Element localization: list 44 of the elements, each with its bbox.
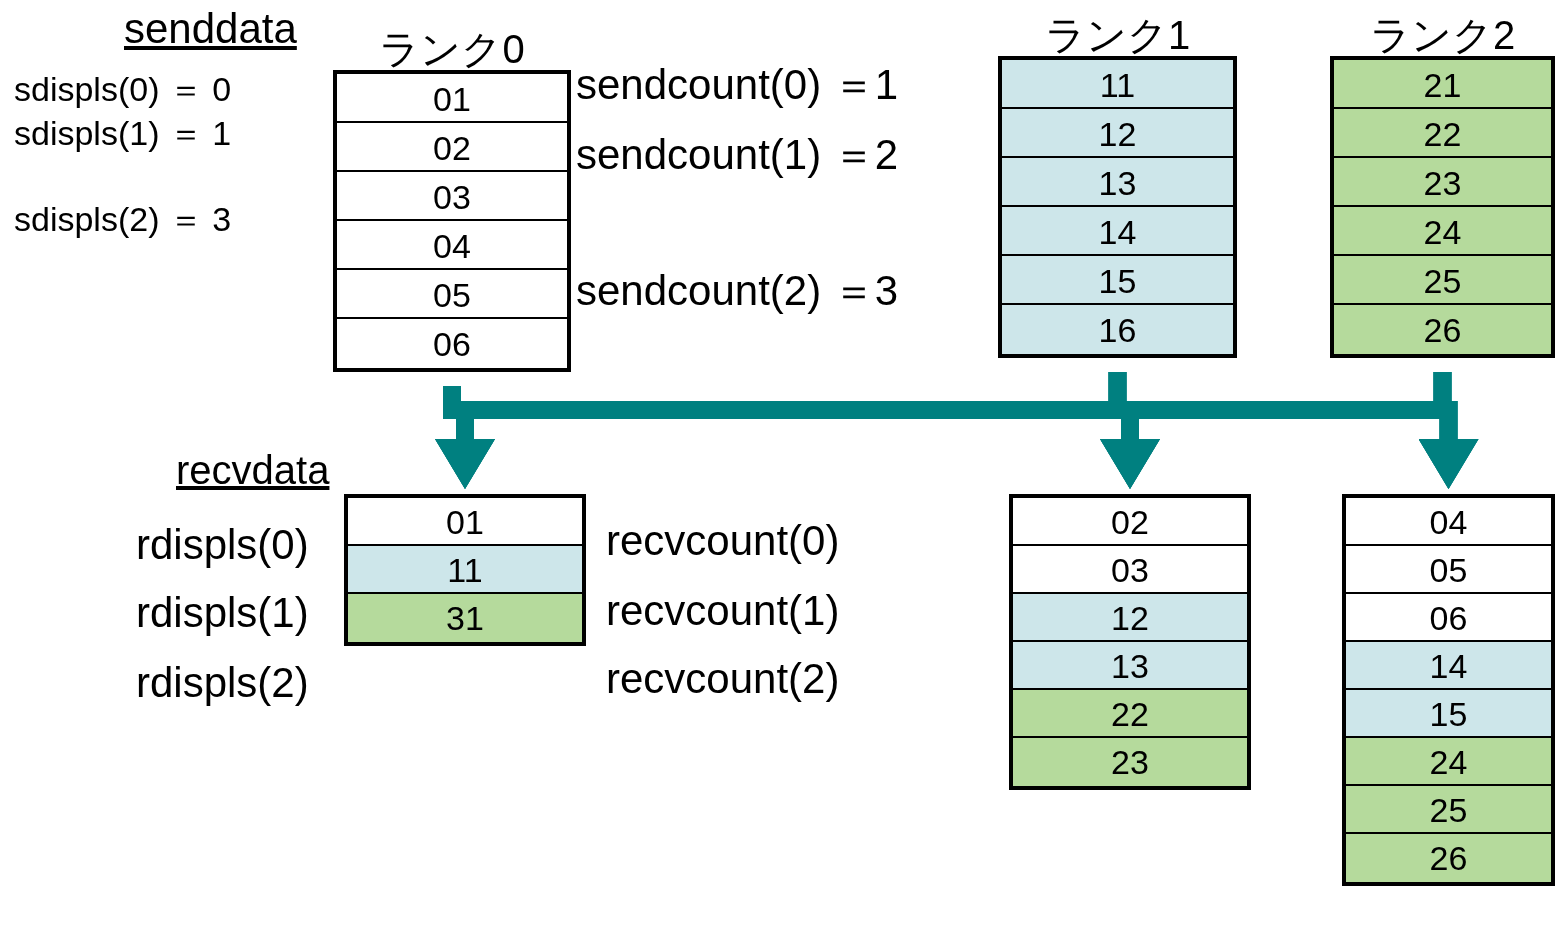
array-cell: 21 [1334, 60, 1551, 109]
array-cell: 23 [1334, 158, 1551, 207]
array-cell: 24 [1346, 738, 1551, 786]
array-cell: 26 [1346, 834, 1551, 882]
array-name: recvdata [176, 450, 330, 490]
array-cell: 25 [1346, 786, 1551, 834]
array-cell: 23 [1013, 738, 1247, 786]
array-cell: 12 [1002, 109, 1233, 158]
array-cell: 24 [1334, 207, 1551, 256]
data-array [344, 494, 586, 646]
arrow [1418, 372, 1479, 489]
array-cell: 14 [1346, 642, 1551, 690]
rank-heading: ランク0 [378, 26, 526, 70]
count-text: sendcount(2) ＝3 [576, 270, 899, 312]
array-cell: 22 [1334, 109, 1551, 158]
array-cell: 26 [1334, 305, 1551, 354]
array-cell: 11 [348, 546, 582, 594]
array-cell: 11 [1002, 60, 1233, 109]
array-cell: 16 [1002, 305, 1233, 354]
count-text: sendcount(0) ＝1 [576, 64, 899, 106]
array-cell: 15 [1346, 690, 1551, 738]
displacement-text: rdispls(0) [136, 524, 309, 566]
rank-heading: ランク2 [1368, 12, 1517, 56]
data-array [1342, 494, 1555, 886]
displacement-text: sdispls(2) ＝ 3 [14, 202, 232, 236]
array-name: senddata [124, 8, 297, 50]
displacement-text: sdispls(1) ＝ 1 [14, 116, 232, 150]
array-cell: 14 [1002, 207, 1233, 256]
rank-heading: ランク1 [1043, 12, 1192, 56]
displacement-text: rdispls(2) [136, 662, 309, 704]
array-cell: 13 [1013, 642, 1247, 690]
displacement-text: sdispls(0) ＝ 0 [14, 72, 232, 106]
array-cell: 25 [1334, 256, 1551, 305]
array-cell: 31 [348, 594, 582, 642]
count-text: recvcount(1) [606, 590, 840, 632]
array-cell: 13 [1002, 158, 1233, 207]
count-text: recvcount(0) [606, 520, 840, 562]
array-cell: 15 [1002, 256, 1233, 305]
count-text: sendcount(1) ＝2 [576, 134, 899, 176]
array-cell: 12 [1013, 594, 1247, 642]
data-array [1009, 494, 1251, 790]
count-text: recvcount(2) [606, 658, 840, 700]
array-cell: 22 [1013, 690, 1247, 738]
displacement-text: rdispls(1) [136, 592, 309, 634]
